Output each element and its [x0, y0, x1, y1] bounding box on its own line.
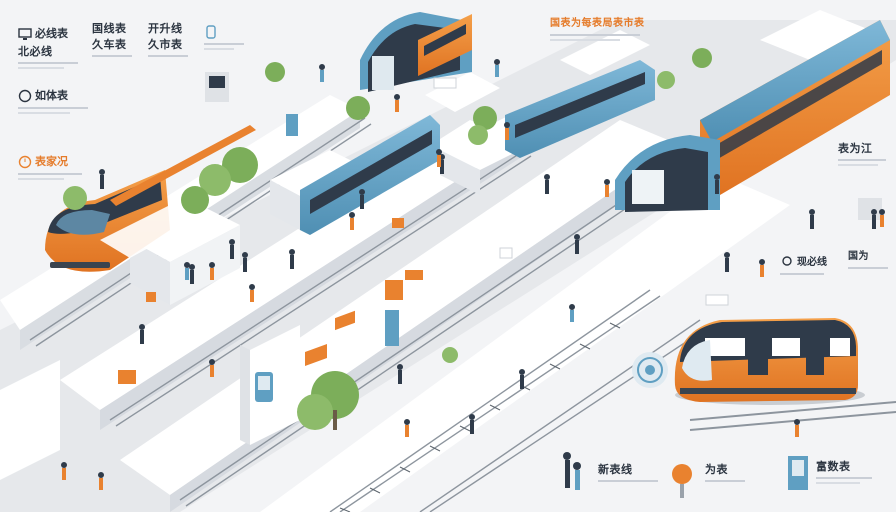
- benches: [433, 77, 729, 306]
- label-top-mid-1: 国线表: [92, 22, 127, 35]
- platform-band-4: [260, 175, 790, 512]
- label-left-lower: 表家况: [18, 150, 82, 180]
- label-top-left: 必线表 北必线: [18, 22, 78, 69]
- label-top-left-1: 必线表: [35, 27, 68, 40]
- train-top-center: [418, 14, 472, 76]
- target-icon: [632, 352, 668, 388]
- train-top-right: [615, 20, 890, 212]
- label-bottom-3-text: 富数表: [816, 460, 851, 473]
- label-top-r1: 开升线: [148, 22, 183, 35]
- label-right-mid-2: 国为: [848, 250, 888, 269]
- label-right-mid-1: 现必线: [780, 250, 827, 275]
- label-top-r2: 久市表: [148, 38, 183, 51]
- label-right-top: 表为江: [838, 142, 886, 166]
- orange-badge-icon: [672, 464, 692, 498]
- label-bottom-1: 新表线: [598, 463, 658, 482]
- rail-sleepers: [339, 322, 621, 512]
- info-icon: [18, 88, 32, 102]
- location-icon: [780, 254, 794, 268]
- label-bottom-2-text: 为表: [705, 463, 728, 476]
- label-top-banner: 国表为每表局表市表: [550, 17, 645, 41]
- label-top-left-2: 北必线: [18, 45, 53, 58]
- station-blocks: [0, 10, 870, 480]
- label-right-top-text: 表为江: [838, 142, 873, 155]
- phone-icon: [204, 24, 218, 39]
- monitor-icon: [18, 26, 32, 40]
- label-top-mid: 国线表 久车表: [92, 22, 132, 57]
- label-left-mid: 如体表: [18, 84, 88, 114]
- train-middle: [300, 60, 655, 235]
- trees: [63, 48, 712, 430]
- label-bottom-1-text: 新表线: [598, 463, 633, 476]
- label-right-mid-1-text: 现必线: [797, 257, 827, 268]
- label-bottom-2: 为表: [705, 463, 745, 482]
- clock-icon: [18, 154, 32, 168]
- label-top-right-group: 开升线 久市表: [148, 22, 188, 57]
- people: [61, 59, 885, 490]
- label-bottom-3: 富数表: [816, 460, 872, 484]
- label-left-mid-text: 如体表: [35, 89, 68, 102]
- kiosks: [205, 72, 882, 490]
- label-top-icon-box: [204, 20, 244, 50]
- crates: [118, 218, 423, 384]
- label-right-mid-2-text: 国为: [848, 251, 869, 262]
- label-top-mid-2: 久车表: [92, 38, 127, 51]
- train-bottom-right: [674, 318, 896, 431]
- label-top-banner-text: 国表为每表局表市表: [550, 18, 645, 29]
- label-left-lower-text: 表家况: [35, 155, 68, 168]
